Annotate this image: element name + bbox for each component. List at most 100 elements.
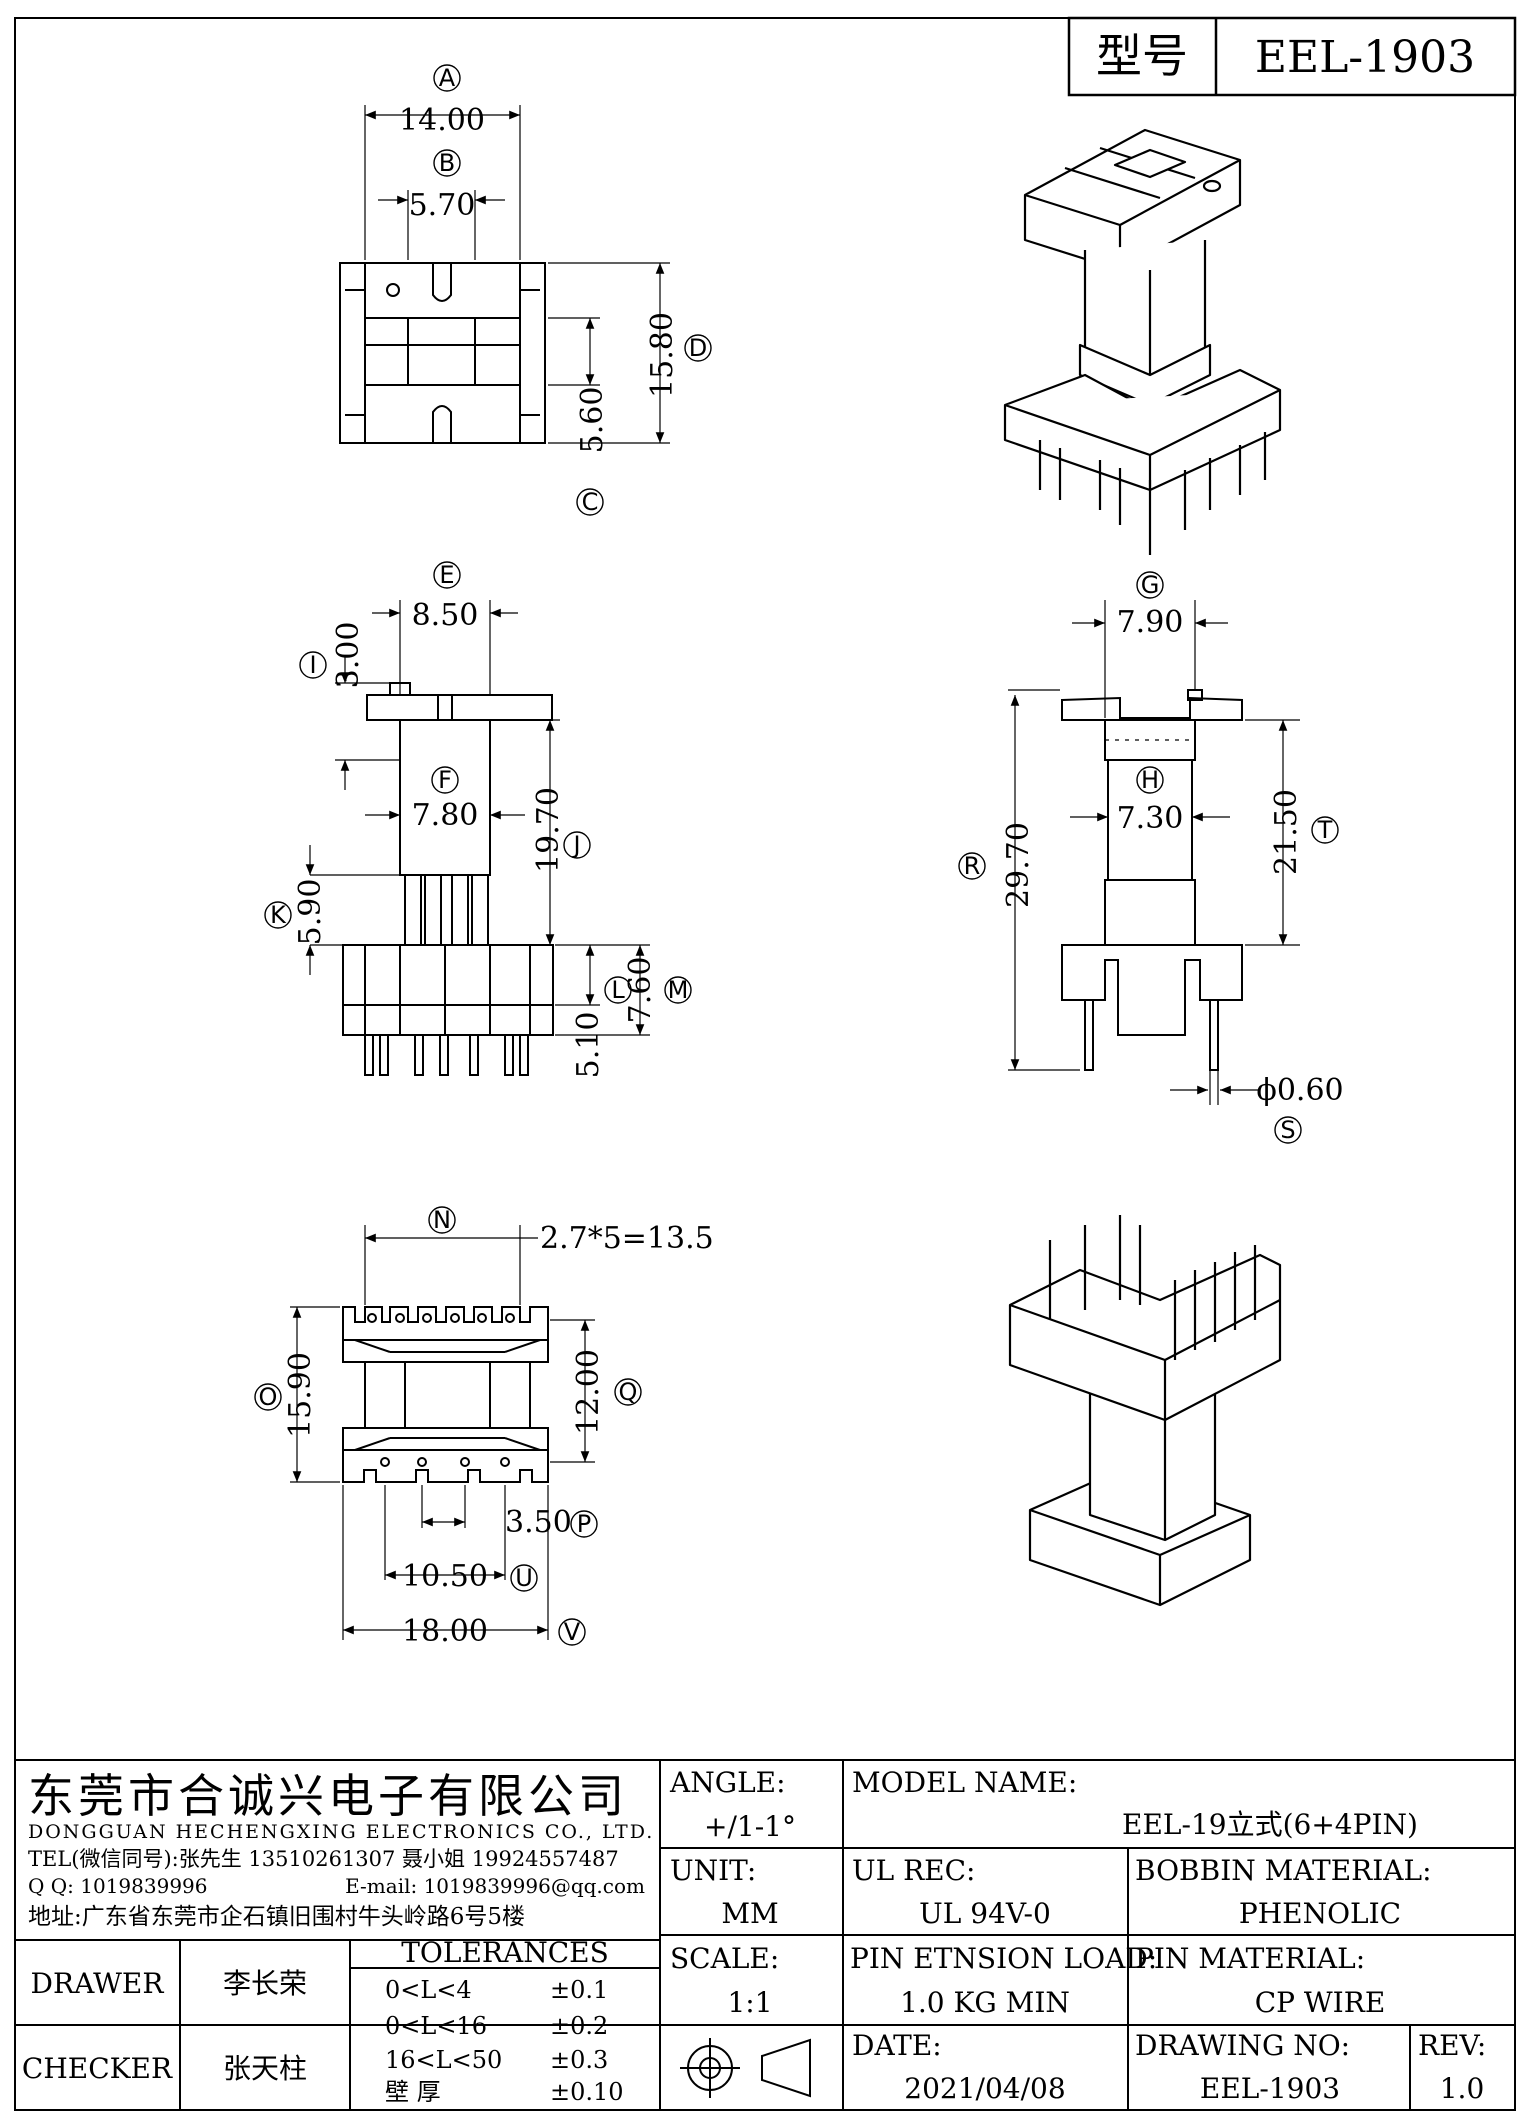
- company-tel: TEL(微信同号):张先生 13510261307 聂小姐 1992455748…: [28, 1847, 619, 1871]
- bottom-view: [290, 1225, 595, 1640]
- company-address: 地址:广东省东莞市企石镇旧围村牛头岭路6号5楼: [28, 1904, 525, 1930]
- pin-material-value: CP WIRE: [1255, 1986, 1386, 2019]
- tolerances-label: TOLERANCES: [401, 1936, 609, 1969]
- dim-l: 5.10: [571, 1012, 606, 1079]
- tolerance-value: ±0.1: [550, 1976, 608, 2004]
- dim-i: 3.00: [331, 622, 366, 689]
- title-block-fields: ANGLE: +/1-1° UNIT: MM SCALE: 1:1 MODEL …: [22, 1766, 1486, 2106]
- marker-t: T: [1317, 816, 1333, 844]
- pin-load-value: 1.0 KG MIN: [900, 1986, 1070, 2019]
- ul-value: UL 94V-0: [919, 1897, 1051, 1930]
- bottom-view-labels: 2.7*5=13.5 15.90 12.00 3.50 10.50 18.00 …: [254, 1206, 714, 1649]
- scale-value: 1:1: [727, 1986, 772, 2019]
- marker-e: E: [439, 561, 454, 589]
- tolerance-range: 0<L<4: [385, 1976, 472, 2004]
- front-view-labels: 7.90 7.30 29.70 21.50 ϕ0.60 G H R T S: [958, 571, 1344, 1144]
- model-header: 型号 EEL-1903: [1067, 16, 1517, 97]
- dim-v: 18.00: [402, 1614, 488, 1649]
- tolerance-value: ±0.10: [550, 2078, 624, 2106]
- angle-label: ANGLE:: [669, 1766, 786, 1799]
- company-email: E-mail: 1019839996@qq.com: [345, 1874, 645, 1898]
- marker-g: G: [1141, 571, 1160, 599]
- dim-h: 7.30: [1117, 801, 1184, 836]
- dim-a: 14.00: [399, 103, 485, 138]
- marker-r: R: [964, 852, 981, 880]
- sheet-border: [14, 17, 1516, 2111]
- angle-value: +/1-1°: [704, 1810, 796, 1843]
- dim-g: 7.90: [1117, 605, 1184, 640]
- marker-c: C: [582, 488, 599, 516]
- marker-i: I: [309, 651, 316, 679]
- isometric-view-top: [1003, 128, 1282, 555]
- tolerance-value: ±0.3: [550, 2046, 608, 2074]
- dim-d: 15.80: [645, 312, 680, 398]
- model-header-value: EEL-1903: [1255, 32, 1475, 83]
- checker-value: 张天柱: [223, 2052, 307, 2085]
- ul-label: UL REC:: [852, 1854, 975, 1887]
- marker-p: P: [577, 1510, 591, 1538]
- dim-t: 21.50: [1269, 789, 1304, 875]
- dim-n: 2.7*5=13.5: [540, 1221, 714, 1256]
- marker-l: L: [611, 976, 625, 1004]
- dim-o: 15.90: [283, 1352, 318, 1438]
- dim-j: 19.70: [531, 787, 566, 873]
- dim-s: ϕ0.60: [1256, 1073, 1343, 1108]
- bobbin-material-label: BOBBIN MATERIAL:: [1135, 1854, 1432, 1887]
- dim-b: 5.70: [409, 188, 476, 223]
- drawer-value: 李长荣: [223, 1967, 307, 2000]
- top-view-labels: 14.00 5.70 15.80 5.60 A B D C: [399, 64, 712, 516]
- rev-value: 1.0: [1440, 2072, 1485, 2105]
- rev-label: REV:: [1418, 2029, 1486, 2062]
- marker-d: D: [689, 334, 707, 362]
- drawing-no-label: DRAWING NO:: [1135, 2029, 1350, 2062]
- side-view: [305, 600, 650, 1076]
- unit-value: MM: [721, 1897, 778, 1930]
- marker-k: K: [270, 901, 287, 929]
- projection-symbol-icon: [680, 2038, 811, 2098]
- marker-m: M: [668, 976, 689, 1004]
- bobbin-material-value: PHENOLIC: [1239, 1897, 1401, 1930]
- dim-r: 29.70: [1001, 822, 1036, 908]
- model-name-label: MODEL NAME:: [852, 1766, 1077, 1799]
- dim-f: 7.80: [412, 798, 479, 833]
- pin-load-label: PIN ETNSION LOAD:: [850, 1942, 1157, 1975]
- drawer-label: DRAWER: [31, 1967, 165, 2000]
- model-name-value: EEL-19立式(6+4PIN): [1122, 1808, 1418, 1841]
- scale-label: SCALE:: [670, 1942, 779, 1975]
- checker-label: CHECKER: [22, 2052, 173, 2085]
- dim-c: 5.60: [575, 387, 610, 454]
- company-name-cn: 东莞市合诚兴电子有限公司: [28, 1769, 628, 1823]
- tolerance-value: ±0.2: [550, 2012, 608, 2040]
- date-value: 2021/04/08: [904, 2072, 1065, 2105]
- dim-m: 7.60: [623, 957, 658, 1024]
- marker-f: F: [438, 766, 452, 794]
- marker-s: S: [1280, 1116, 1295, 1144]
- side-view-labels: 8.50 3.00 7.80 19.70 5.90 7.60 5.10 E I …: [264, 561, 692, 1079]
- marker-v: V: [564, 1618, 581, 1646]
- tolerance-range: 16<L<50: [385, 2046, 502, 2074]
- marker-q: Q: [619, 1378, 638, 1406]
- company-name-en: DONGGUAN HECHENGXING ELECTRONICS CO., LT…: [28, 1821, 654, 1843]
- model-header-label: 型号: [1096, 29, 1188, 83]
- front-view: [1008, 600, 1300, 1105]
- marker-b: B: [439, 149, 455, 177]
- dim-p: 3.50: [505, 1505, 572, 1540]
- top-view: [339, 105, 670, 444]
- unit-label: UNIT:: [670, 1854, 756, 1887]
- title-block-grid: [15, 1759, 1515, 2110]
- dim-u: 10.50: [402, 1559, 488, 1594]
- date-label: DATE:: [852, 2029, 942, 2062]
- marker-u: U: [515, 1564, 533, 1592]
- company-qq: Q Q: 1019839996: [28, 1874, 208, 1898]
- tolerance-range: 0<L<16: [385, 2012, 487, 2040]
- company-info: 东莞市合诚兴电子有限公司 DONGGUAN HECHENGXING ELECTR…: [28, 1769, 654, 1930]
- dim-e: 8.50: [412, 598, 479, 633]
- isometric-view-bottom: [1008, 1215, 1282, 1607]
- marker-a: A: [439, 64, 456, 92]
- dim-k: 5.90: [293, 879, 328, 946]
- drawing-no-value: EEL-1903: [1200, 2072, 1340, 2105]
- marker-j: J: [571, 831, 580, 859]
- tolerance-range: 壁 厚: [385, 2078, 441, 2106]
- dim-q: 12.00: [571, 1349, 606, 1435]
